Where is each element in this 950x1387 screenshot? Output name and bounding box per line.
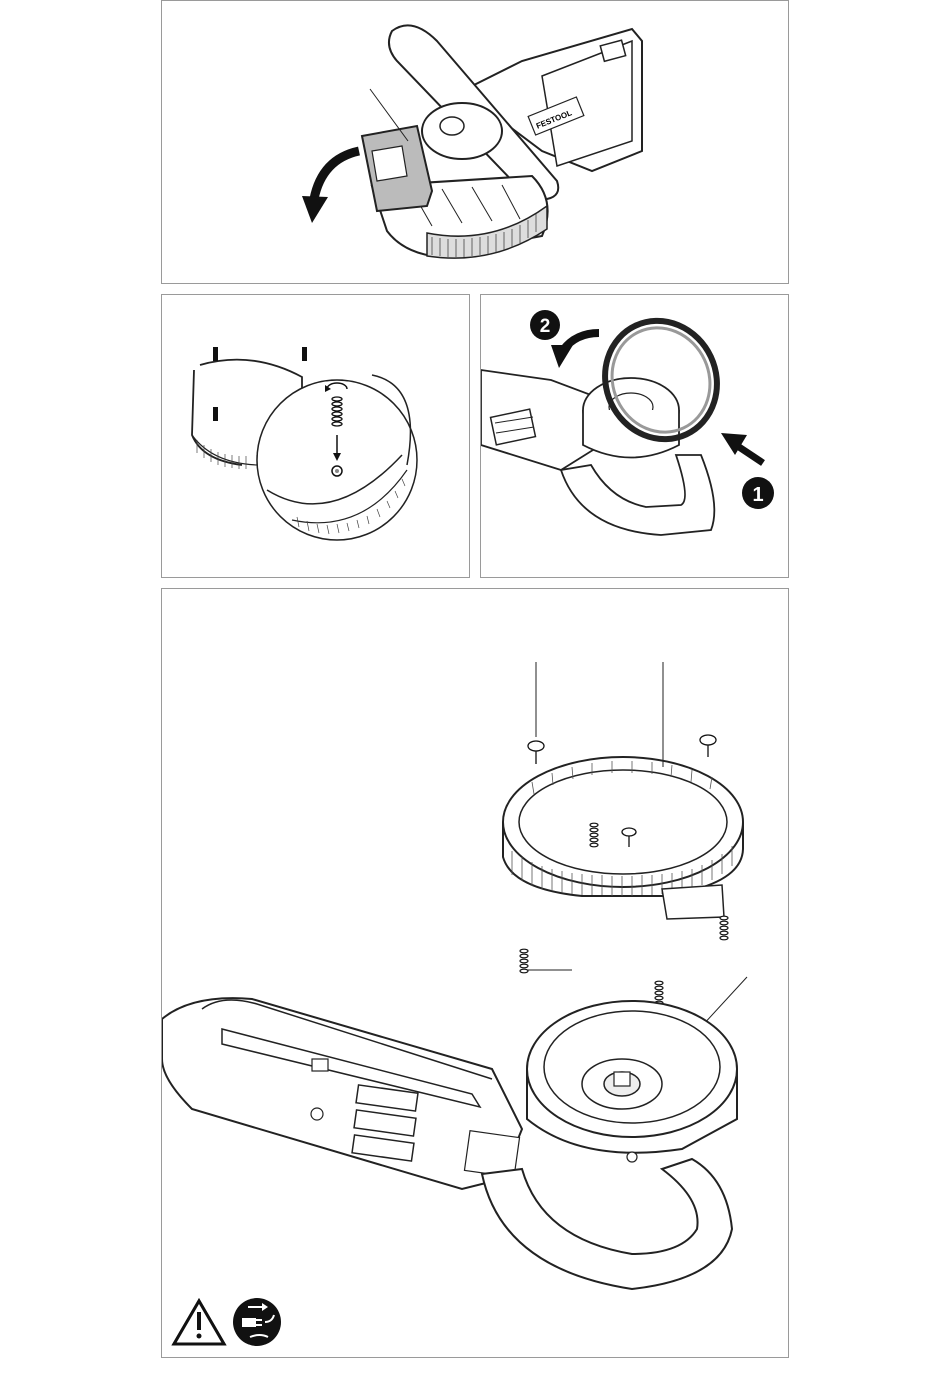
figure-panel-exploded-view (161, 588, 789, 1358)
spring-icon (590, 823, 598, 847)
spring-ring-illustration (162, 295, 471, 579)
spring-marker-icon (213, 347, 218, 361)
spring-marker-icon (213, 407, 218, 421)
step-1-number: 1 (752, 484, 763, 506)
warning-triangle-icon (174, 1301, 224, 1344)
exploded-view-illustration (162, 589, 790, 1359)
spring-icon (520, 949, 528, 973)
spring-icon (720, 916, 728, 940)
figure-panel-spring-insertion (161, 294, 470, 578)
step-2-number: 2 (540, 316, 551, 337)
screw-icon (528, 741, 544, 764)
screw-icon (700, 735, 716, 757)
screw-icon (622, 828, 636, 847)
spring-marker-icon (302, 347, 307, 361)
tool-hood-illustration: FESTOOL (162, 1, 790, 285)
figure-panel-ring-attach: 1 2 (480, 294, 789, 578)
rotate-arrow-icon (551, 345, 573, 368)
spring-icon (655, 981, 663, 1005)
rotate-arrow-icon (302, 196, 328, 223)
figure-panel-hood-removal: FESTOOL (161, 0, 789, 284)
disconnect-plug-icon (233, 1298, 281, 1346)
ring-attach-illustration: 1 2 (481, 295, 790, 579)
